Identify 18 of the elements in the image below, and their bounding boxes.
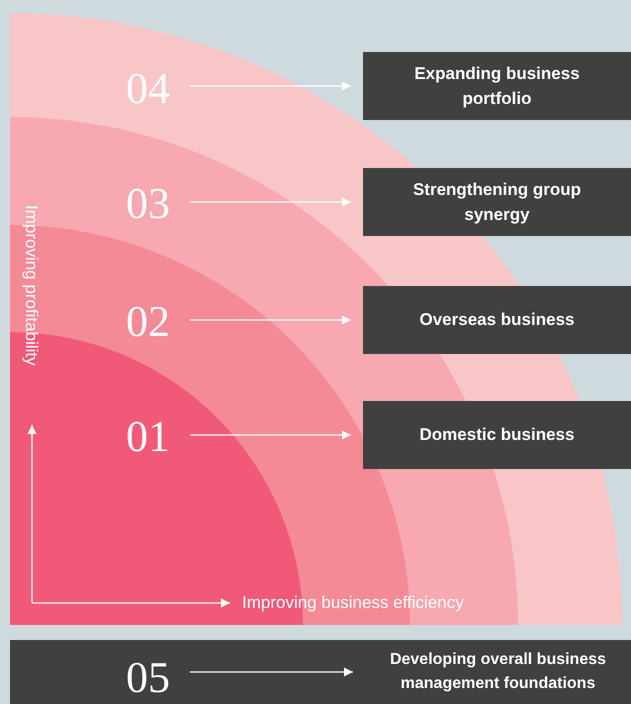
footer-bar [10, 640, 631, 704]
step-box: Domestic business [363, 401, 631, 469]
axis-label: Improving profitability [21, 205, 41, 366]
step-box: Overseas business [363, 286, 631, 354]
arrow [190, 668, 353, 676]
step-number: 03 [126, 178, 170, 228]
step-label: Developing overall business management foundations [388, 650, 608, 694]
step-number: 01 [126, 410, 170, 462]
arrow [190, 316, 351, 324]
step-number: 04 [126, 62, 170, 114]
arrow [190, 198, 351, 206]
arrow [190, 430, 351, 440]
axis-label: Improving business efficiency [242, 593, 464, 613]
step-box: Strengthening group synergy [363, 168, 631, 236]
step-number: 02 [126, 296, 170, 346]
step-box: Expanding business portfolio [363, 52, 631, 120]
arrow [190, 82, 351, 90]
step-number: 05 [126, 652, 170, 702]
